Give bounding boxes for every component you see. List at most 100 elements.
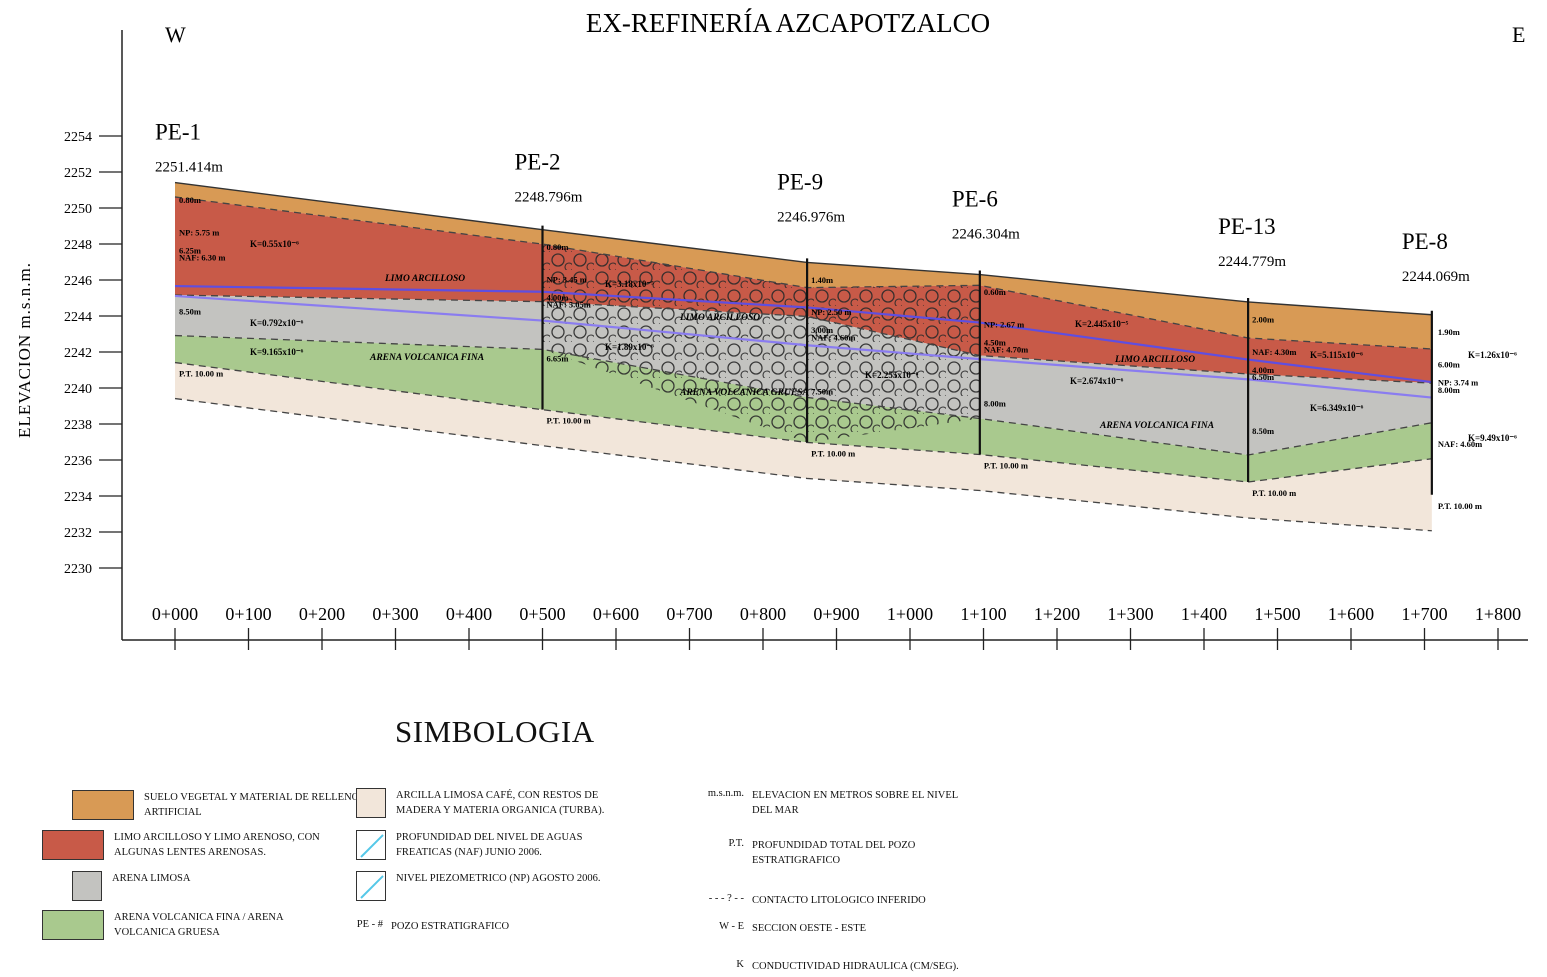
layer-label: ARENA VOLCANICA FINA xyxy=(1099,421,1214,431)
x-tick-label: 1+700 xyxy=(1401,604,1447,624)
legend-well-text: POZO ESTRATIGRAFICO xyxy=(391,921,510,932)
y-tick-label: 2250 xyxy=(64,202,92,217)
legend-title: SIMBOLOGIA xyxy=(395,714,595,749)
k-label: K=5.115x10⁻⁶ xyxy=(1310,350,1363,360)
x-tick-label: 1+000 xyxy=(887,604,933,624)
legend-well: PE - # POZO ESTRATIGRAFICO xyxy=(325,919,509,934)
y-tick-label: 2234 xyxy=(64,490,92,505)
k-label: K=9.165x10⁻⁶ xyxy=(250,347,304,357)
well-pe-2-label: PE-2 xyxy=(515,150,561,175)
well-annotation: P.T. 10.00 m xyxy=(811,448,855,458)
y-tick-label: 2232 xyxy=(64,526,92,541)
well-annotation: 8.00m xyxy=(984,399,1006,409)
coarse-sand-hatch xyxy=(542,244,980,443)
legend-abbr-contact: - - - ? - - CONTACTO LITOLOGICO INFERIDO xyxy=(686,893,926,908)
abbr-pt: P.T. xyxy=(728,838,744,849)
abbr-section: W - E xyxy=(719,921,744,932)
k-label: K=6.349x10⁻⁶ xyxy=(1310,403,1364,413)
well-annotation: 0.60m xyxy=(984,287,1006,297)
legend-silty-sand-text: ARENA LIMOSA xyxy=(112,873,191,884)
abbr-msnm: m.s.n.m. xyxy=(707,788,744,799)
layer-label: ARENA VOLCANICA GRUESA xyxy=(679,388,809,398)
well-pe-9-label: PE-9 xyxy=(777,169,823,194)
well-pe-13-elevation: 2244.779m xyxy=(1218,254,1286,270)
well-annotation: P.T. 10.00 m xyxy=(1252,488,1296,498)
well-pe-8-label: PE-8 xyxy=(1402,229,1448,254)
k-label: K=1.89x10⁻⁶ xyxy=(605,342,654,352)
y-axis-label: ELEVACION m.s.n.m. xyxy=(15,262,34,438)
x-tick-label: 0+900 xyxy=(813,604,859,624)
x-tick-label: 0+700 xyxy=(666,604,712,624)
legend-silt-text: LIMO ARCILLOSO Y LIMO ARENOSO, CON ALGUN… xyxy=(114,832,320,858)
well-annotation: P.T. 10.00 m xyxy=(984,461,1028,471)
abbr-k: K xyxy=(736,959,744,970)
k-label: K=0.55x10⁻⁶ xyxy=(250,239,299,249)
well-annotation: 7.50m xyxy=(811,386,833,396)
legend-well-abbr: PE - # xyxy=(356,919,383,930)
well-annotation: NAF: 4.60m xyxy=(811,332,855,342)
topsoil-layer xyxy=(175,182,1432,349)
well-pe-2-elevation: 2248.796m xyxy=(515,190,583,206)
well-annotation: 2.00m xyxy=(1252,314,1274,324)
well-pe-9-elevation: 2246.976m xyxy=(777,209,845,225)
well-annotation: 6.25m xyxy=(179,245,201,255)
well-annotation: NP: 5.75 m xyxy=(179,227,219,237)
piezometric-line-icon xyxy=(360,875,384,899)
geologic-cross-section: EX-REFINERÍA AZCAPOTZALCO W E ELEVACION … xyxy=(15,8,1528,650)
well-annotation: NAF: 4.60m xyxy=(1438,439,1482,449)
k-label: K=2.255x10⁻⁶ xyxy=(865,370,919,380)
y-tick-label: 2240 xyxy=(64,382,92,397)
k-label: K=9.49x10⁻⁶ xyxy=(1468,433,1517,443)
x-tick-label: 0+100 xyxy=(225,604,271,624)
k-label: K=2.674x10⁻⁶ xyxy=(1070,376,1124,386)
ground-surface-line xyxy=(174,181,1432,316)
well-annotation: 3.00m xyxy=(811,325,833,335)
abbr-contact: - - - ? - - xyxy=(708,893,744,904)
legend-water-table-text: PROFUNDIDAD DEL NIVEL DE AGUAS FREATICAS… xyxy=(396,832,583,858)
well-annotation: 8.50m xyxy=(179,307,201,317)
x-tick-label: 0+500 xyxy=(519,604,565,624)
legend-abbr-msnm: m.s.n.m. ELEVACION EN METROS SOBRE EL NI… xyxy=(686,788,972,818)
legend-piezometric-text: NIVEL PIEZOMETRICO (NP) AGOSTO 2006. xyxy=(396,873,601,884)
x-tick-label: 0+300 xyxy=(372,604,418,624)
legend-piezometric: NIVEL PIEZOMETRICO (NP) AGOSTO 2006. xyxy=(356,871,600,901)
east-label: E xyxy=(1512,22,1525,47)
y-tick-label: 2242 xyxy=(64,346,92,361)
k-label: K=0.792x10⁻⁶ xyxy=(250,318,304,328)
y-tick-label: 2230 xyxy=(64,562,92,577)
x-tick-label: 1+800 xyxy=(1475,604,1521,624)
x-tick-label: 0+600 xyxy=(593,604,639,624)
legend-silty-sand: ARENA LIMOSA xyxy=(72,871,190,901)
x-tick-label: 1+300 xyxy=(1107,604,1153,624)
water-table-swatch xyxy=(356,830,386,860)
well-annotation: NAF: 6.30 m xyxy=(179,253,226,263)
well-annotation: NP: 2.50 m xyxy=(811,307,851,317)
legend: SIMBOLOGIA SUELO VEGETAL Y MATERIAL DE R… xyxy=(0,700,1547,977)
x-tick-label: 1+400 xyxy=(1181,604,1227,624)
legend-topsoil-text: SUELO VEGETAL Y MATERIAL DE RELLENO ARTI… xyxy=(144,792,360,818)
well-pe-8-elevation: 2244.069m xyxy=(1402,269,1470,285)
well-annotation: NAF: 4.70m xyxy=(984,345,1028,355)
k-label: K=2.445x10⁻⁵ xyxy=(1075,319,1129,329)
well-annotation: 4.00m xyxy=(547,292,569,302)
legend-abbr-k: K CONDUCTIVIDAD HIDRAULICA (cm/seg). xyxy=(686,959,959,974)
piezometric-swatch xyxy=(356,871,386,901)
well-pe-1-label: PE-1 xyxy=(155,120,201,145)
well-annotation: 1.90m xyxy=(1438,327,1460,337)
legend-abbr-section: W - E SECCION OESTE - ESTE xyxy=(686,921,866,936)
water-table-line xyxy=(174,294,1432,399)
legend-clay-text: ARCILLA LIMOSA CAFÉ, CON RESTOS DE MADER… xyxy=(396,790,605,816)
well-pe-13-label: PE-13 xyxy=(1218,214,1276,239)
well-annotation: 6.50m xyxy=(1252,372,1274,382)
legend-clay: ARCILLA LIMOSA CAFÉ, CON RESTOS DE MADER… xyxy=(356,788,626,818)
k-label: K=3.18x10⁻⁵ xyxy=(605,279,654,289)
legend-water-table: PROFUNDIDAD DEL NIVEL DE AGUAS FREATICAS… xyxy=(356,830,626,860)
well-annotation: NP: 3.45 m xyxy=(547,274,587,284)
abbr-k-text: CONDUCTIVIDAD HIDRAULICA (cm/seg). xyxy=(752,961,959,972)
well-pe-1-elevation: 2251.414m xyxy=(155,160,223,176)
abbr-pt-text: PROFUNDIDAD TOTAL DEL POZO ESTRATIGRAFIC… xyxy=(752,840,916,866)
well-annotation: P.T. 10.00 m xyxy=(179,369,223,379)
legend-abbr-pt: P.T. PROFUNDIDAD TOTAL DEL POZO ESTRATIG… xyxy=(686,838,972,868)
well-annotation: P.T. 10.00 m xyxy=(547,416,591,426)
well-annotation: 6.65m xyxy=(547,354,569,364)
